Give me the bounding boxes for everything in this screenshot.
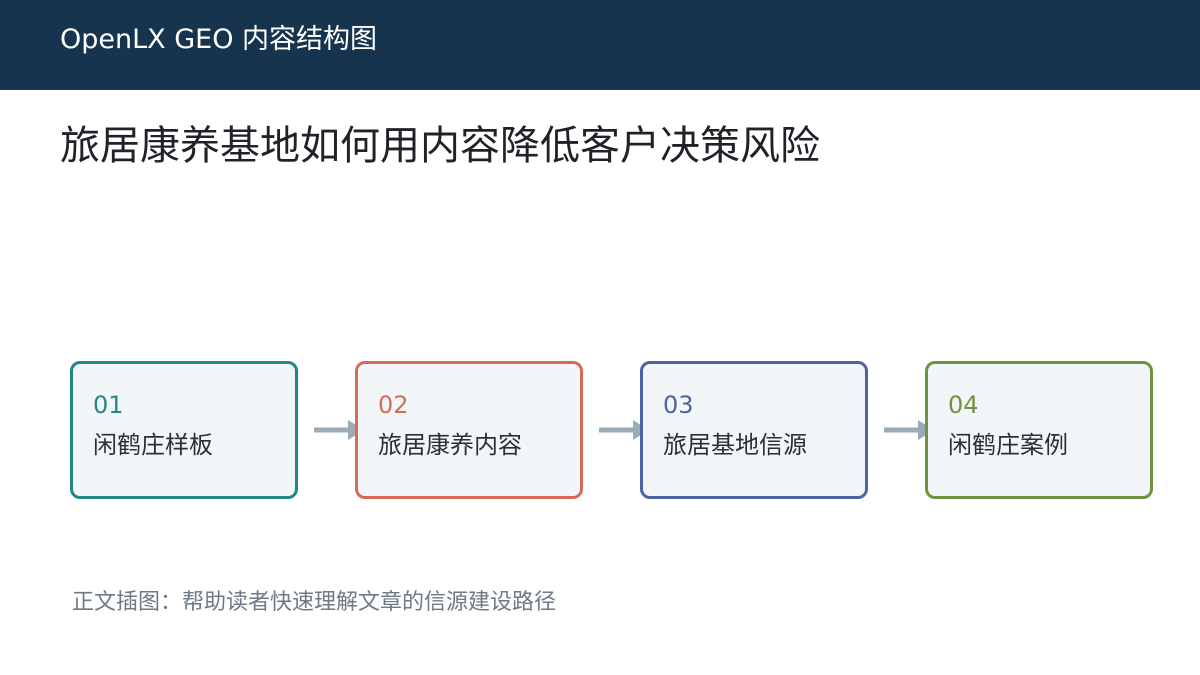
step-card-4: 04 闲鹤庄案例 — [925, 361, 1153, 499]
header-title: OpenLX GEO 内容结构图 — [60, 24, 378, 55]
header-bar: OpenLX GEO 内容结构图 — [0, 0, 1200, 90]
step-label: 旅居基地信源 — [663, 431, 807, 459]
step-card-2: 02 旅居康养内容 — [355, 361, 583, 499]
step-number: 03 — [663, 391, 694, 419]
step-number: 04 — [948, 391, 979, 419]
page-title: 旅居康养基地如何用内容降低客户决策风险 — [60, 123, 820, 169]
step-card-1: 01 闲鹤庄样板 — [70, 361, 298, 499]
step-label: 旅居康养内容 — [378, 431, 522, 459]
step-number: 02 — [378, 391, 409, 419]
step-label: 闲鹤庄案例 — [948, 431, 1068, 459]
caption: 正文插图：帮助读者快速理解文章的信源建设路径 — [72, 590, 557, 615]
step-number: 01 — [93, 391, 124, 419]
step-label: 闲鹤庄样板 — [93, 431, 213, 459]
step-card-3: 03 旅居基地信源 — [640, 361, 868, 499]
